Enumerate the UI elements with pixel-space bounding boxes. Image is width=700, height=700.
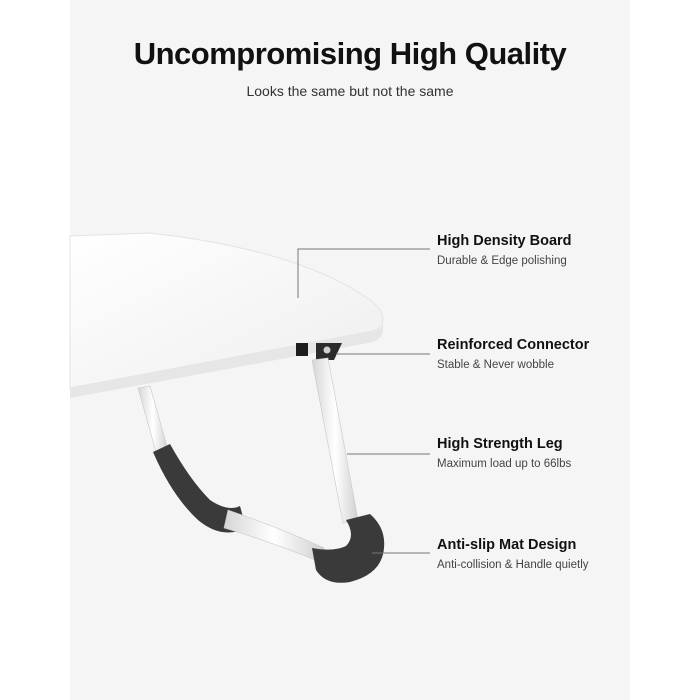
feature-name: High Strength Leg xyxy=(437,436,563,452)
leader-line-board xyxy=(297,248,430,298)
feature-connector: Reinforced Connector Stable & Never wobb… xyxy=(437,337,627,371)
page-subtitle: Looks the same but not the same xyxy=(246,83,454,99)
page-title: Uncompromising High Quality xyxy=(133,36,567,71)
connector xyxy=(296,343,342,360)
feature-desc: Maximum load up to 66lbs xyxy=(437,458,572,470)
feature-desc: Stable & Never wobble xyxy=(437,359,554,371)
feature-name: Reinforced Connector xyxy=(437,337,590,353)
leader-lines xyxy=(297,248,430,554)
front-leg xyxy=(311,357,385,583)
feature-mat: Anti-slip Mat Design Anti-collision & Ha… xyxy=(437,537,627,571)
feature-board: High Density Board Durable & Edge polish… xyxy=(437,233,627,267)
feature-name: High Density Board xyxy=(437,233,572,249)
table-board xyxy=(69,232,384,398)
bottom-bar xyxy=(223,509,325,563)
back-leg xyxy=(137,385,246,533)
feature-leg: High Strength Leg Maximum load up to 66l… xyxy=(437,436,627,470)
feature-name: Anti-slip Mat Design xyxy=(437,537,577,553)
feature-desc: Anti-collision & Handle quietly xyxy=(437,559,589,571)
feature-desc: Durable & Edge polishing xyxy=(437,255,567,267)
